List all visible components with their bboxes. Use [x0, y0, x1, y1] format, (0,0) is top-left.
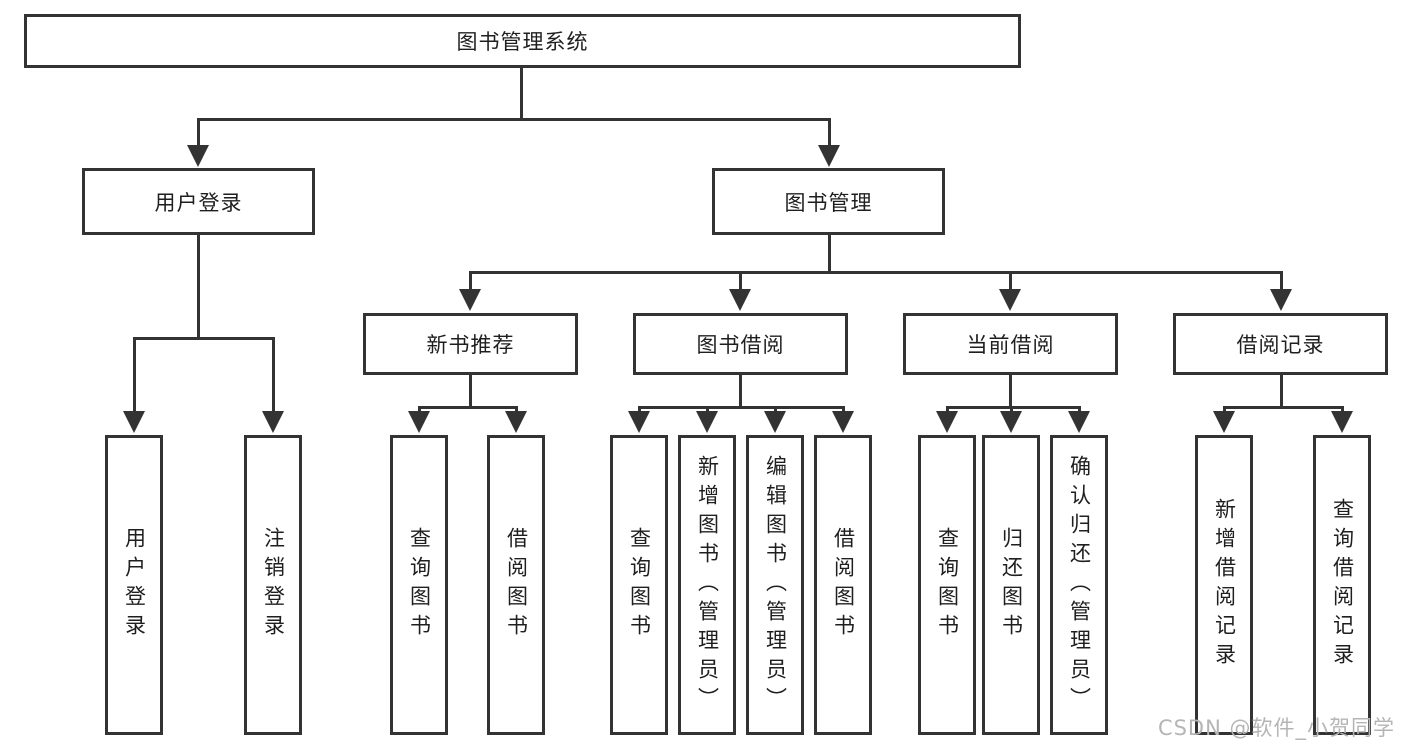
leaf-logout: 注销登录 — [244, 435, 302, 735]
arrow-down-icon — [123, 411, 145, 433]
leaf-current-query-books-label: 查询图书 — [935, 527, 960, 643]
connector-line — [1341, 406, 1344, 413]
leaf-return-books-label: 归还图书 — [999, 527, 1024, 643]
node-book-management-label: 图书管理 — [784, 190, 873, 215]
connector-line — [197, 118, 831, 121]
leaf-add-borrow-record-label: 新增借阅记录 — [1212, 498, 1237, 672]
connector-line — [1009, 375, 1012, 406]
connector-line — [1009, 271, 1012, 291]
connector-line — [133, 337, 275, 340]
arrow-down-icon — [262, 411, 284, 433]
leaf-add-books-admin-label: 新增图书（管理员） — [695, 454, 720, 716]
connector-line — [515, 406, 518, 413]
node-root-label: 图书管理系统 — [456, 30, 589, 54]
leaf-recommend-query-books: 查询图书 — [390, 435, 448, 735]
connector-line — [418, 406, 518, 409]
arrow-down-icon — [1331, 411, 1353, 433]
node-user-login: 用户登录 — [82, 168, 315, 235]
leaf-add-borrow-record: 新增借阅记录 — [1195, 435, 1253, 735]
leaf-query-borrow-record: 查询借阅记录 — [1313, 435, 1371, 735]
arrow-down-icon — [764, 411, 786, 433]
connector-line — [197, 235, 200, 337]
connector-line — [272, 337, 275, 412]
arrow-down-icon — [1000, 411, 1022, 433]
leaf-edit-books-admin: 编辑图书（管理员） — [746, 435, 804, 735]
arrow-down-icon — [1068, 411, 1090, 433]
leaf-return-books: 归还图书 — [982, 435, 1040, 735]
leaf-user-login: 用户登录 — [105, 435, 163, 735]
connector-line — [946, 406, 949, 413]
leaf-borrowing-borrow-books-label: 借阅图书 — [831, 527, 856, 643]
connector-line — [1223, 406, 1226, 413]
leaf-user-login-label: 用户登录 — [122, 527, 147, 643]
arrow-down-icon — [628, 411, 650, 433]
leaf-logout-label: 注销登录 — [261, 527, 286, 643]
arrow-down-icon — [832, 411, 854, 433]
arrow-down-icon — [505, 411, 527, 433]
connector-line — [133, 337, 136, 412]
node-current-borrowing: 当前借阅 — [903, 313, 1118, 375]
connector-line — [739, 271, 742, 291]
connector-line — [1078, 406, 1081, 413]
node-book-borrowing-label: 图书借阅 — [696, 333, 785, 357]
arrow-down-icon — [1213, 411, 1235, 433]
arrow-down-icon — [818, 145, 840, 167]
leaf-recommend-borrow-books: 借阅图书 — [487, 435, 545, 735]
connector-line — [1223, 406, 1343, 409]
arrow-down-icon — [408, 411, 430, 433]
node-borrowing-records-label: 借阅记录 — [1236, 333, 1325, 357]
leaf-recommend-borrow-books-label: 借阅图书 — [504, 527, 529, 643]
connector-line — [469, 271, 472, 291]
connector-line — [469, 375, 472, 406]
leaf-recommend-query-books-label: 查询图书 — [407, 527, 432, 643]
connector-line — [469, 271, 1282, 274]
connector-line — [638, 406, 845, 409]
connector-line — [828, 118, 831, 147]
connector-line — [774, 406, 777, 413]
connector-line — [946, 406, 1080, 409]
leaf-borrowing-query-books-label: 查询图书 — [627, 527, 652, 643]
connector-line — [1280, 271, 1283, 291]
node-borrowing-records: 借阅记录 — [1173, 313, 1388, 375]
node-new-book-recommendation: 新书推荐 — [363, 313, 578, 375]
leaf-confirm-return-admin: 确认归还（管理员） — [1050, 435, 1108, 735]
arrow-down-icon — [1270, 289, 1292, 311]
leaf-current-query-books: 查询图书 — [918, 435, 976, 735]
leaf-edit-books-admin-label: 编辑图书（管理员） — [763, 454, 788, 716]
node-current-borrowing-label: 当前借阅 — [966, 333, 1055, 357]
arrow-down-icon — [999, 289, 1021, 311]
connector-line — [842, 406, 845, 413]
leaf-query-borrow-record-label: 查询借阅记录 — [1330, 498, 1355, 672]
leaf-confirm-return-admin-label: 确认归还（管理员） — [1067, 454, 1092, 716]
arrow-down-icon — [936, 411, 958, 433]
connector-line — [739, 375, 742, 406]
leaf-borrowing-borrow-books: 借阅图书 — [814, 435, 872, 735]
arrow-down-icon — [459, 289, 481, 311]
connector-line — [197, 118, 200, 147]
leaf-borrowing-query-books: 查询图书 — [610, 435, 668, 735]
node-root: 图书管理系统 — [24, 14, 1021, 68]
arrow-down-icon — [187, 145, 209, 167]
connector-line — [706, 406, 709, 413]
node-book-management: 图书管理 — [712, 168, 945, 235]
csdn-watermark: CSDN @软件_小贺同学 — [1157, 716, 1395, 740]
connector-line — [520, 68, 523, 118]
connector-line — [638, 406, 641, 413]
node-book-borrowing: 图书借阅 — [633, 313, 848, 375]
node-user-login-label: 用户登录 — [154, 190, 243, 215]
leaf-add-books-admin: 新增图书（管理员） — [678, 435, 736, 735]
connector-line — [1010, 406, 1013, 413]
connector-line — [1280, 375, 1283, 406]
arrow-down-icon — [729, 289, 751, 311]
arrow-down-icon — [696, 411, 718, 433]
connector-line — [418, 406, 421, 413]
node-new-book-recommendation-label: 新书推荐 — [426, 333, 515, 357]
connector-line — [828, 235, 831, 271]
